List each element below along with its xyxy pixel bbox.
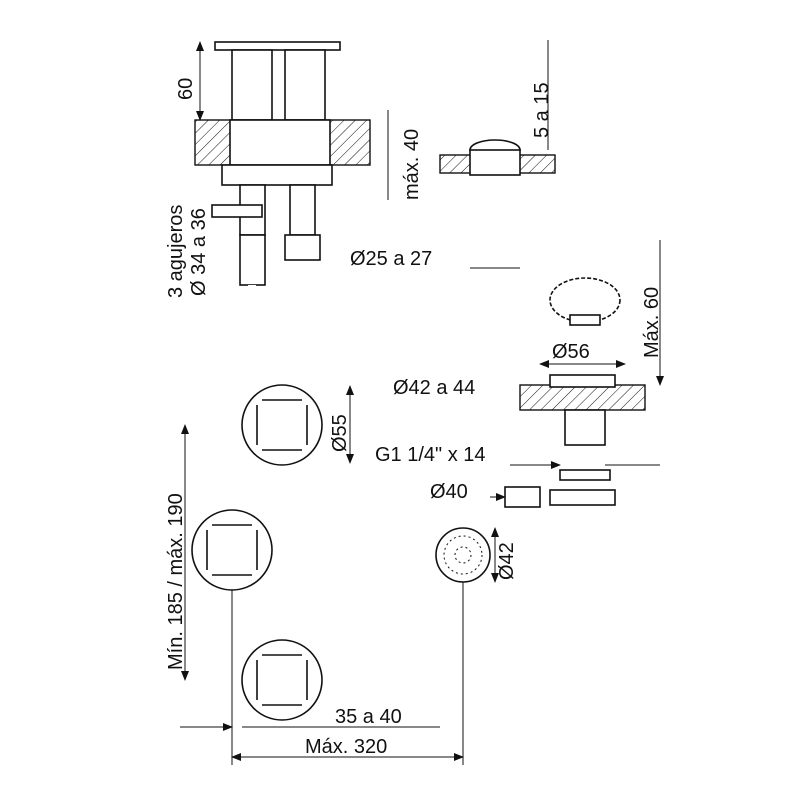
dim-max-60: Máx. 60 [641,287,663,358]
dim-pipe-diameter: Ø25 a 27 [350,248,432,270]
dim-5-15: 5 a 15 [531,82,553,138]
dim-thread: G1 1/4" x 14 [375,444,486,466]
dim-holes: 3 agujeros [165,205,187,298]
dim-35-40: 35 a 40 [335,706,402,728]
dim-holes-diameter: Ø 34 a 36 [188,208,210,296]
dim-d55: Ø55 [329,414,351,452]
dim-max-320: Máx. 320 [305,736,387,758]
cross-handle-top [241,384,323,466]
dim-d56: Ø56 [552,341,590,363]
plan-view [180,384,499,765]
elevation-view [194,40,556,322]
dim-min-max-spacing: Mín. 185 / máx. 190 [165,493,187,670]
cross-handle-middle [191,509,273,591]
dim-d40: Ø40 [430,481,468,503]
dim-60: 60 [175,78,197,100]
dim-d42-44: Ø42 a 44 [393,377,475,399]
dim-max-40: máx. 40 [401,129,423,200]
drain-parts [490,240,664,508]
cross-handle-bottom [241,639,323,721]
drain-strainer [435,527,491,583]
dim-d42: Ø42 [496,542,518,580]
